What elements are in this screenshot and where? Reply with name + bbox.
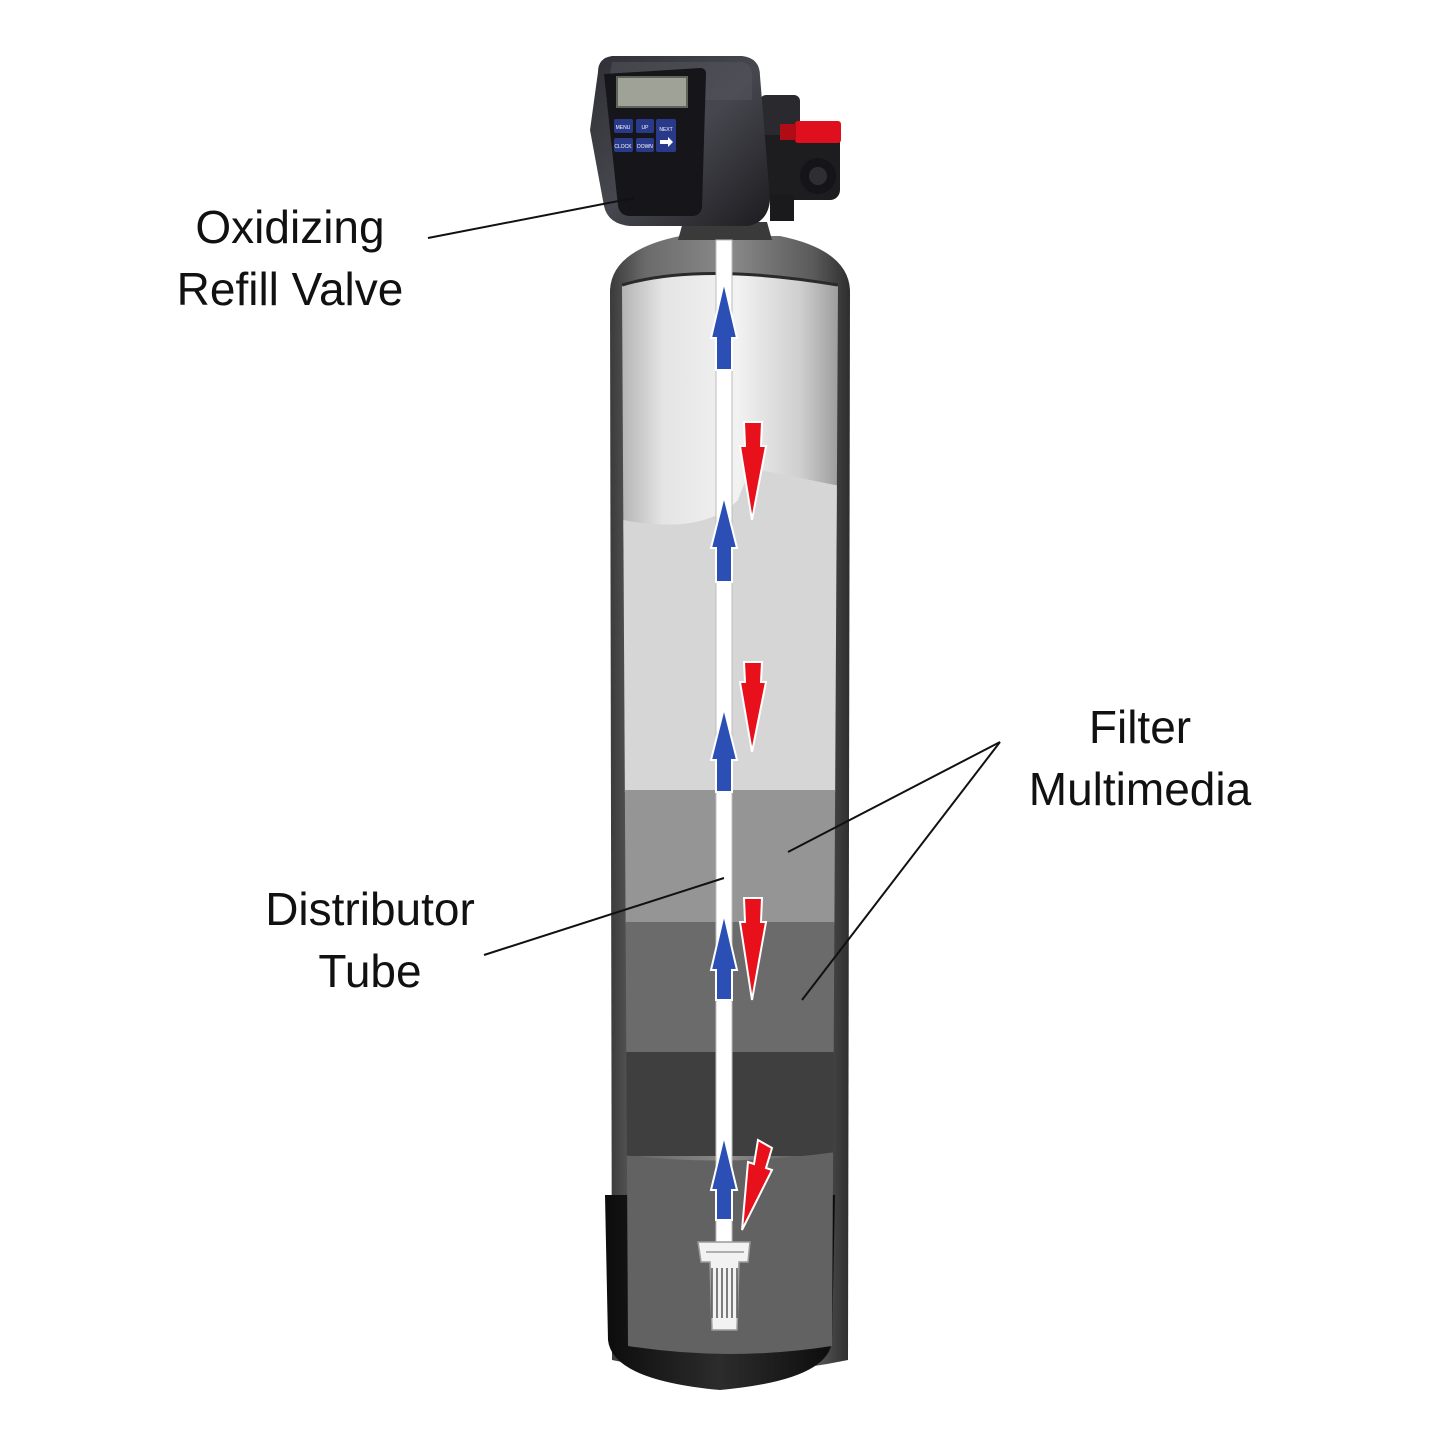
menu-key[interactable] <box>614 119 633 133</box>
up-arrow <box>709 1135 739 1221</box>
up-flow-arrows <box>709 281 739 1221</box>
clock-key[interactable] <box>614 138 633 152</box>
lcd-display <box>616 76 688 108</box>
next-key[interactable] <box>656 119 676 152</box>
down-key-label: DOWN <box>637 144 653 150</box>
next-key-label: NEXT <box>659 127 672 133</box>
down-arrow <box>738 661 768 753</box>
media-leader-line-upper <box>787 741 1001 853</box>
down-arrow <box>738 897 768 1001</box>
up-arrow <box>709 707 739 793</box>
up-arrow <box>709 495 739 583</box>
down-key[interactable] <box>636 138 654 152</box>
menu-key-label: MENU <box>616 125 631 131</box>
valve-leader-line <box>427 197 635 239</box>
valve-label-line-1: Oxidizing <box>195 201 385 253</box>
tank-neck <box>678 222 772 240</box>
up-arrow <box>709 913 739 1001</box>
filter-multimedia-label: Filter Multimedia <box>1000 696 1280 820</box>
down-arrow <box>741 1138 774 1231</box>
arrow-icon <box>660 137 673 147</box>
leader-lines <box>427 197 1001 1001</box>
distributor-tube-label: Distributor Tube <box>240 878 500 1002</box>
clock-key-label: CLOCK <box>614 144 632 150</box>
keypad: MENU UP CLOCK DOWN NEXT <box>614 119 676 152</box>
oxidizing-refill-valve-label: Oxidizing Refill Valve <box>150 196 430 320</box>
down-arrow <box>738 421 768 521</box>
media-label-line-2: Multimedia <box>1028 763 1252 815</box>
up-key-label: UP <box>642 125 650 131</box>
control-valve: MENU UP CLOCK DOWN NEXT <box>590 56 841 226</box>
tube-leader-line <box>483 877 725 956</box>
up-key[interactable] <box>636 119 654 133</box>
media-label-line-1: Filter <box>1088 701 1192 753</box>
bypass-handle <box>795 121 841 143</box>
valve-label-line-2: Refill Valve <box>176 263 404 315</box>
tube-label-line-2: Tube <box>318 945 422 997</box>
media-leader-line-lower <box>801 741 1001 1001</box>
tank-rim <box>621 272 839 287</box>
tube-label-line-1: Distributor <box>265 883 475 935</box>
up-arrow <box>709 281 739 371</box>
down-flow-arrows <box>738 421 774 1231</box>
bottom-strainer <box>697 1241 751 1331</box>
